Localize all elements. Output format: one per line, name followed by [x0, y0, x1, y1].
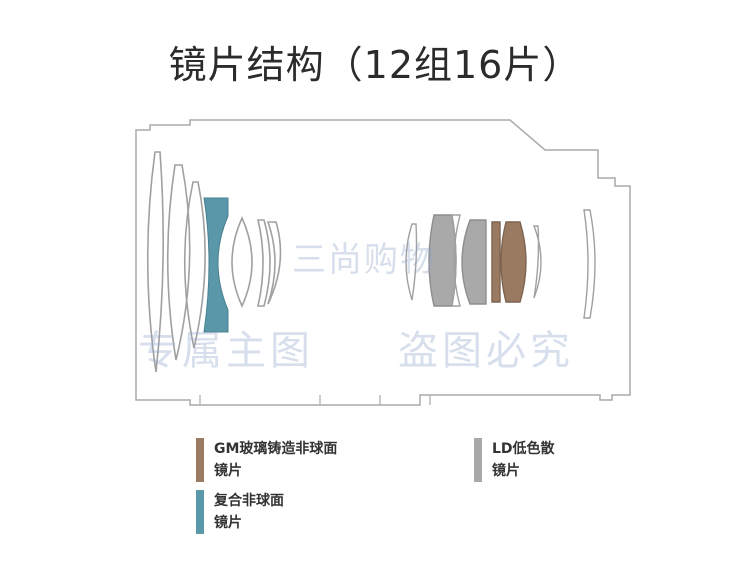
- lens-element-6: [256, 219, 271, 307]
- legend-item-ld: LD低色散 镜片: [474, 438, 555, 482]
- second-group: [231, 216, 282, 308]
- watermark-left: 专属主图: [138, 328, 314, 374]
- lens-element-10: [451, 214, 461, 307]
- watermark-center: 三尚购物: [292, 240, 436, 280]
- lens-element-8: [405, 223, 418, 301]
- lens-element-14: [532, 225, 542, 299]
- lens-element-3: [183, 181, 206, 349]
- rear-group: [405, 209, 596, 319]
- legend-item-hybrid: 复合非球面 镜片: [196, 490, 284, 534]
- legend-label-ld-line2: 镜片: [492, 463, 520, 479]
- watermark-right: 盗图必究: [398, 328, 574, 374]
- legend-label-hybrid-line2: 镜片: [214, 515, 242, 531]
- legend-label-ld-line1: LD低色散: [492, 441, 555, 457]
- lens-element-15: [583, 209, 596, 319]
- legend-item-gm: GM玻璃铸造非球面 镜片: [196, 438, 337, 482]
- legend-swatch-gm: [196, 438, 204, 482]
- diagram-title: 镜片结构（12组16片）: [168, 43, 582, 87]
- ld-element-2: [461, 219, 487, 305]
- gm-aspherical-element-1: [491, 221, 501, 303]
- legend-label-hybrid-line1: 复合非球面: [214, 493, 284, 509]
- legend-label-gm-line2: 镜片: [214, 463, 242, 479]
- lens-element-7: [266, 221, 282, 305]
- legend-swatch-hybrid: [196, 490, 204, 534]
- gm-aspherical-element-2: [500, 221, 527, 303]
- legend-swatch-ld: [474, 438, 482, 482]
- lens-barrel-outline: [135, 119, 631, 406]
- hybrid-aspherical-element: [203, 197, 229, 333]
- lens-element-2: [166, 164, 191, 361]
- legend-label-gm-line1: GM玻璃铸造非球面: [214, 441, 338, 457]
- front-group: [146, 151, 206, 373]
- lens-element-1: [146, 151, 164, 373]
- lens-element-5: [231, 216, 253, 308]
- barrel-ticks: [199, 395, 431, 405]
